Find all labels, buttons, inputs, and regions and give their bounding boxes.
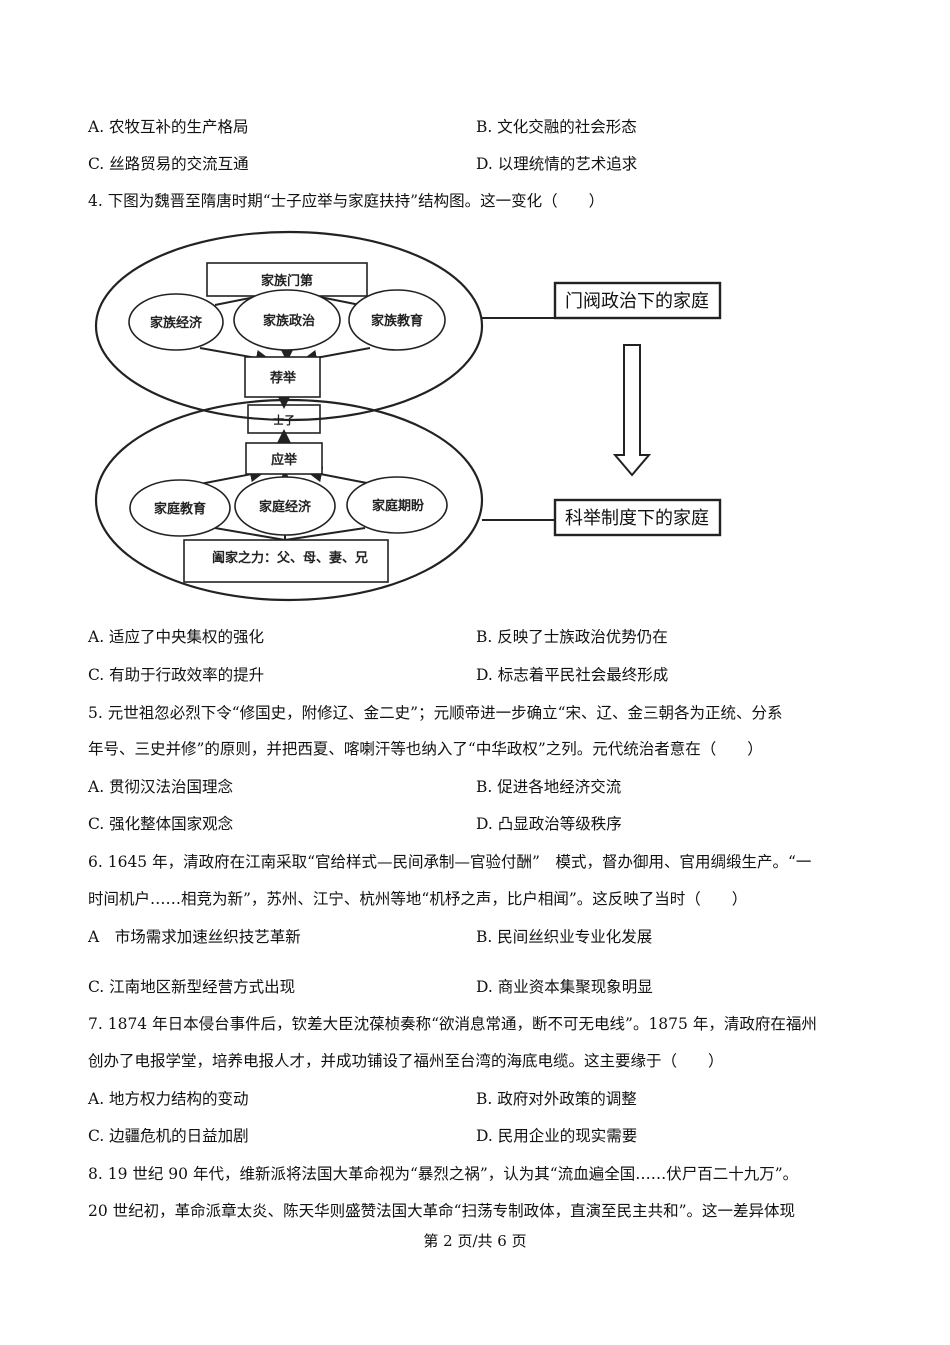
ellipse-family-education <box>129 479 231 537</box>
text-clan-economy: 家族经济 <box>150 315 203 331</box>
structure-diagram: 家族门第 家族经济 家族政治 家族教育 荐举 士子 应举 家庭教育 家庭经济 家… <box>94 230 722 602</box>
q6-option-a: A 市场需求加速丝织技艺革新 <box>88 928 301 946</box>
label-box-bottom <box>553 498 722 537</box>
text-exam: 应举 <box>271 452 298 468</box>
ellipse-clan-education <box>348 289 446 351</box>
text-family-status: 家族门第 <box>261 273 313 289</box>
text-clan-politics: 家族政治 <box>263 313 315 329</box>
text-family-hope: 家庭期盼 <box>372 498 424 514</box>
q3-option-b: B. 文化交融的社会形态 <box>476 118 637 136</box>
top-ellipse <box>94 230 484 422</box>
q7-line-2: 创办了电报学堂，培养电报人才，并成功铺设了福州至台湾的海底电缆。这主要缘于（ ） <box>88 1052 724 1070</box>
q4-option-a: A. 适应了中央集权的强化 <box>88 628 265 646</box>
q5-option-c: C. 强化整体国家观念 <box>88 815 234 833</box>
q6-line-1: 6. 1645 年，清政府在江南采取“官给样式—民间承制—官验付酬” 模式，督办… <box>88 853 812 871</box>
ellipse-family-economy <box>234 476 336 536</box>
box-recommendation <box>244 356 321 398</box>
text-family-education: 家庭教育 <box>154 501 206 517</box>
q7-option-b: B. 政府对外政策的调整 <box>476 1090 637 1108</box>
q5-line-1: 5. 元世祖忽必烈下令“修国史，附修辽、金二史”；元顺帝进一步确立“宋、辽、金三… <box>88 704 783 722</box>
box-exam <box>245 442 323 475</box>
q7-line-1: 7. 1874 年日本侵台事件后，钦差大臣沈葆桢奏称“欲消息常通，断不可无电线”… <box>88 1015 817 1033</box>
down-arrow-icon <box>612 344 652 477</box>
q6-line-2: 时间机户……相竞为新”，苏州、江宁、杭州等地“机杼之声，比户相闻”。这反映了当时… <box>88 890 748 908</box>
box-scholar <box>247 404 321 434</box>
ellipse-clan-politics <box>233 289 341 351</box>
text-family-economy: 家庭经济 <box>259 499 312 515</box>
q3-option-a: A. 农牧互补的生产格局 <box>88 118 249 136</box>
q4-option-b: B. 反映了士族政治优势仍在 <box>476 628 668 646</box>
box-whole-family <box>183 539 389 583</box>
q4-stem: 4. 下图为魏晋至隋唐时期“士子应举与家庭扶持”结构图。这一变化（ ） <box>88 192 605 210</box>
label-box-top <box>553 281 722 320</box>
q6-option-d: D. 商业资本集聚现象明显 <box>476 978 653 996</box>
q5-option-d: D. 凸显政治等级秩序 <box>476 815 622 833</box>
q7-option-d: D. 民用企业的现实需要 <box>476 1127 638 1145</box>
text-recommendation: 荐举 <box>269 370 297 386</box>
q7-option-c: C. 边疆危机的日益加剧 <box>88 1127 249 1145</box>
q6-option-c: C. 江南地区新型经营方式出现 <box>88 978 296 996</box>
page-footer: 第 2 页/共 6 页 <box>423 1232 527 1250</box>
ellipse-family-hope <box>346 476 448 534</box>
q8-line-2: 20 世纪初，革命派章太炎、陈天华则盛赞法国大革命“扫荡专制政体，直演至民主共和… <box>88 1202 796 1220</box>
q8-line-1: 8. 19 世纪 90 年代，维新派将法国大革命视为“暴烈之祸”，认为其“流血遍… <box>88 1165 799 1183</box>
text-label-top: 门阀政治下的家庭 <box>565 291 709 312</box>
q4-option-c: C. 有助于行政效率的提升 <box>88 666 265 684</box>
q5-line-2: 年号、三史并修”的原则，并把西夏、喀喇汗等也纳入了“中华政权”之列。元代统治者意… <box>88 740 763 758</box>
text-label-bottom: 科举制度下的家庭 <box>565 508 709 529</box>
q7-option-a: A. 地方权力结构的变动 <box>88 1090 249 1108</box>
text-clan-education: 家族教育 <box>371 313 423 329</box>
text-whole-family: 阖家之力：父、母、妻、兄 <box>212 550 368 566</box>
ellipse-clan-economy <box>128 293 224 351</box>
q5-option-b: B. 促进各地经济交流 <box>476 778 622 796</box>
q3-option-d: D. 以理统情的艺术追求 <box>476 155 638 173</box>
q5-option-a: A. 贯彻汉法治国理念 <box>88 778 234 796</box>
text-scholar: 士子 <box>273 413 295 427</box>
q4-option-d: D. 标志着平民社会最终形成 <box>476 666 669 684</box>
q6-option-b: B. 民间丝织业专业化发展 <box>476 928 653 946</box>
q3-option-c: C. 丝路贸易的交流互通 <box>88 155 249 173</box>
